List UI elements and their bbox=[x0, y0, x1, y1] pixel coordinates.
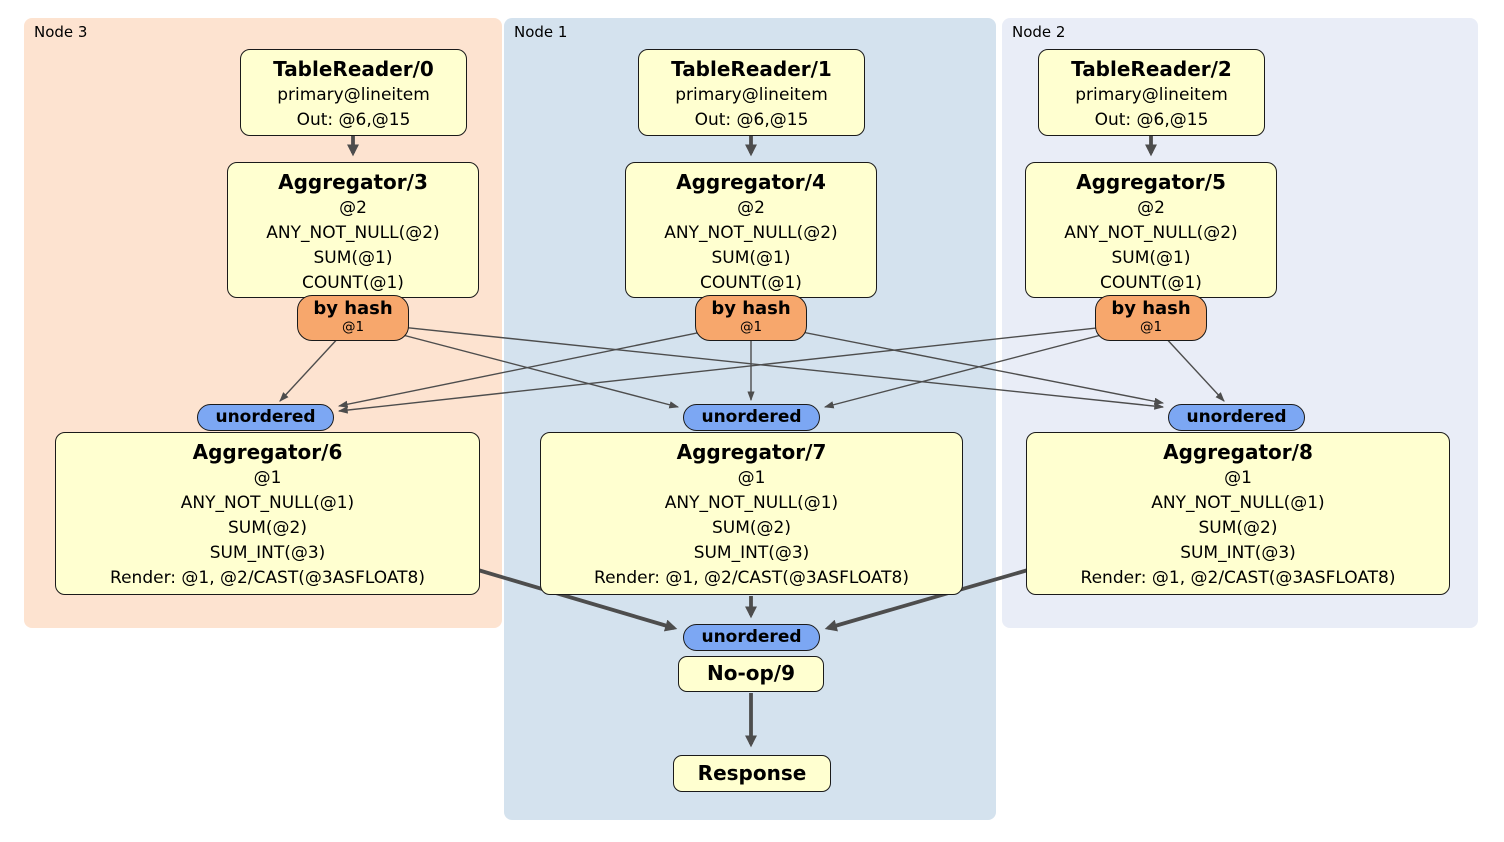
operator-row: Render: @1, @2/CAST(@3ASFLOAT8) bbox=[594, 568, 909, 588]
operator-row: SUM(@1) bbox=[313, 248, 393, 268]
operator-row: @1 bbox=[1224, 468, 1252, 488]
operator-tablereader-2: TableReader/2 primary@lineitem Out: @6,@… bbox=[1038, 49, 1265, 136]
operator-title: TableReader/2 bbox=[1071, 57, 1232, 81]
operator-row: primary@lineitem bbox=[277, 85, 430, 105]
operator-title: Response bbox=[697, 761, 807, 785]
operator-title: TableReader/0 bbox=[273, 57, 434, 81]
operator-row: SUM(@1) bbox=[711, 248, 791, 268]
stream-unordered-final: unordered bbox=[683, 624, 820, 651]
stream-label: unordered bbox=[215, 407, 316, 427]
operator-row: SUM_INT(@3) bbox=[1180, 543, 1296, 563]
operator-row: Out: @6,@15 bbox=[296, 110, 411, 130]
operator-noop-9: No-op/9 bbox=[678, 656, 824, 692]
router-detail: @1 bbox=[739, 319, 763, 335]
operator-row: Out: @6,@15 bbox=[1094, 110, 1209, 130]
operator-row: ANY_NOT_NULL(@1) bbox=[664, 493, 839, 513]
stream-label: unordered bbox=[701, 627, 802, 647]
stream-label: unordered bbox=[701, 407, 802, 427]
operator-row: @1 bbox=[253, 468, 282, 488]
operator-tablereader-0: TableReader/0 primary@lineitem Out: @6,@… bbox=[240, 49, 467, 136]
operator-row: SUM(@1) bbox=[1111, 248, 1191, 268]
operator-row: COUNT(@1) bbox=[700, 273, 802, 293]
stream-unordered-node2: unordered bbox=[1168, 404, 1305, 431]
operator-response: Response bbox=[673, 755, 831, 792]
operator-aggregator-6: Aggregator/6 @1 ANY_NOT_NULL(@1) SUM(@2)… bbox=[55, 432, 480, 595]
operator-row: ANY_NOT_NULL(@2) bbox=[266, 223, 440, 243]
stream-label: unordered bbox=[1186, 407, 1287, 427]
router-detail: @1 bbox=[1139, 319, 1163, 335]
operator-row: Out: @6,@15 bbox=[694, 110, 809, 130]
region-label-node1: Node 1 bbox=[514, 23, 568, 41]
operator-row: SUM(@2) bbox=[228, 518, 307, 538]
operator-title: Aggregator/6 bbox=[192, 440, 343, 464]
operator-row: ANY_NOT_NULL(@2) bbox=[664, 223, 838, 243]
operator-row: primary@lineitem bbox=[675, 85, 828, 105]
operator-aggregator-5: Aggregator/5 @2 ANY_NOT_NULL(@2) SUM(@1)… bbox=[1025, 162, 1277, 298]
operator-row: Render: @1, @2/CAST(@3ASFLOAT8) bbox=[1080, 568, 1396, 588]
router-label: by hash bbox=[1111, 298, 1191, 319]
operator-title: Aggregator/4 bbox=[676, 170, 826, 194]
operator-title: Aggregator/5 bbox=[1076, 170, 1226, 194]
operator-tablereader-1: TableReader/1 primary@lineitem Out: @6,@… bbox=[638, 49, 865, 136]
operator-row: COUNT(@1) bbox=[302, 273, 404, 293]
operator-row: COUNT(@1) bbox=[1100, 273, 1202, 293]
operator-row: @1 bbox=[737, 468, 766, 488]
operator-title: Aggregator/3 bbox=[278, 170, 428, 194]
operator-row: primary@lineitem bbox=[1075, 85, 1228, 105]
operator-row: SUM_INT(@3) bbox=[209, 543, 326, 563]
operator-row: SUM(@2) bbox=[1198, 518, 1278, 538]
router-label: by hash bbox=[313, 298, 393, 319]
operator-aggregator-4: Aggregator/4 @2 ANY_NOT_NULL(@2) SUM(@1)… bbox=[625, 162, 877, 298]
operator-row: ANY_NOT_NULL(@1) bbox=[180, 493, 355, 513]
operator-row: ANY_NOT_NULL(@2) bbox=[1064, 223, 1238, 243]
router-by-hash-node3: by hash @1 bbox=[297, 295, 409, 341]
operator-row: Render: @1, @2/CAST(@3ASFLOAT8) bbox=[110, 568, 425, 588]
operator-row: ANY_NOT_NULL(@1) bbox=[1151, 493, 1325, 513]
operator-row: SUM(@2) bbox=[712, 518, 791, 538]
operator-title: No-op/9 bbox=[706, 661, 796, 685]
operator-aggregator-3: Aggregator/3 @2 ANY_NOT_NULL(@2) SUM(@1)… bbox=[227, 162, 479, 298]
region-label-node3: Node 3 bbox=[34, 23, 88, 41]
operator-title: TableReader/1 bbox=[671, 57, 832, 81]
stream-unordered-node3: unordered bbox=[197, 404, 334, 431]
operator-title: Aggregator/7 bbox=[676, 440, 827, 464]
operator-aggregator-8: Aggregator/8 @1 ANY_NOT_NULL(@1) SUM(@2)… bbox=[1026, 432, 1450, 595]
router-detail: @1 bbox=[341, 319, 365, 335]
router-by-hash-node2: by hash @1 bbox=[1095, 295, 1207, 341]
router-by-hash-node1: by hash @1 bbox=[695, 295, 807, 341]
operator-row: SUM_INT(@3) bbox=[693, 543, 810, 563]
operator-title: Aggregator/8 bbox=[1163, 440, 1313, 464]
stream-unordered-node1: unordered bbox=[683, 404, 820, 431]
operator-row: @2 bbox=[737, 198, 765, 218]
operator-row: @2 bbox=[1137, 198, 1165, 218]
operator-row: @2 bbox=[339, 198, 367, 218]
region-label-node2: Node 2 bbox=[1012, 23, 1066, 41]
router-label: by hash bbox=[711, 298, 791, 319]
operator-aggregator-7: Aggregator/7 @1 ANY_NOT_NULL(@1) SUM(@2)… bbox=[540, 432, 963, 595]
